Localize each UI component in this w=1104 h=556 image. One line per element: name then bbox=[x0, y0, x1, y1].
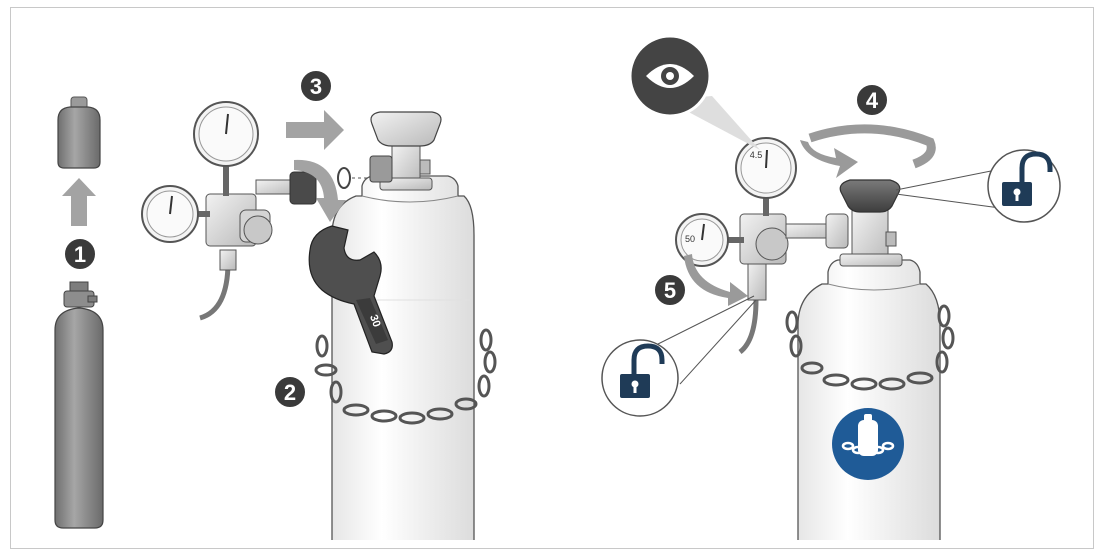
low-gauge-reading: 50 bbox=[685, 234, 695, 244]
inspect-gauge-callout bbox=[630, 36, 760, 150]
step-1-number: 1 bbox=[74, 242, 86, 267]
cylinder-cap-removed bbox=[58, 97, 100, 168]
step-4-number: 4 bbox=[866, 88, 879, 113]
unlock-regulator-callout bbox=[602, 296, 756, 416]
step-3-badge: 3 bbox=[300, 70, 332, 102]
step-2-badge: 2 bbox=[274, 376, 306, 408]
step-5-badge: 5 bbox=[654, 274, 686, 306]
step-3-number: 3 bbox=[310, 74, 322, 99]
open-valve-arrow bbox=[800, 129, 931, 178]
step-4-badge: 4 bbox=[856, 84, 888, 116]
step-2-number: 2 bbox=[284, 380, 296, 405]
step-5-number: 5 bbox=[664, 278, 676, 303]
gas-cylinder-middle bbox=[332, 176, 474, 540]
high-gauge-reading: 4.5 bbox=[750, 150, 763, 160]
seal-ring bbox=[338, 168, 350, 188]
connect-arrow bbox=[286, 110, 344, 150]
cylinder-valve-middle bbox=[370, 112, 441, 190]
gas-cylinder-right bbox=[798, 260, 940, 540]
lift-cap-arrow bbox=[62, 178, 96, 226]
secure-cylinder-chain-icon bbox=[832, 408, 904, 480]
small-gas-cylinder bbox=[55, 282, 103, 528]
cylinder-valve-right bbox=[840, 180, 902, 266]
step-1-badge: 1 bbox=[64, 238, 96, 270]
